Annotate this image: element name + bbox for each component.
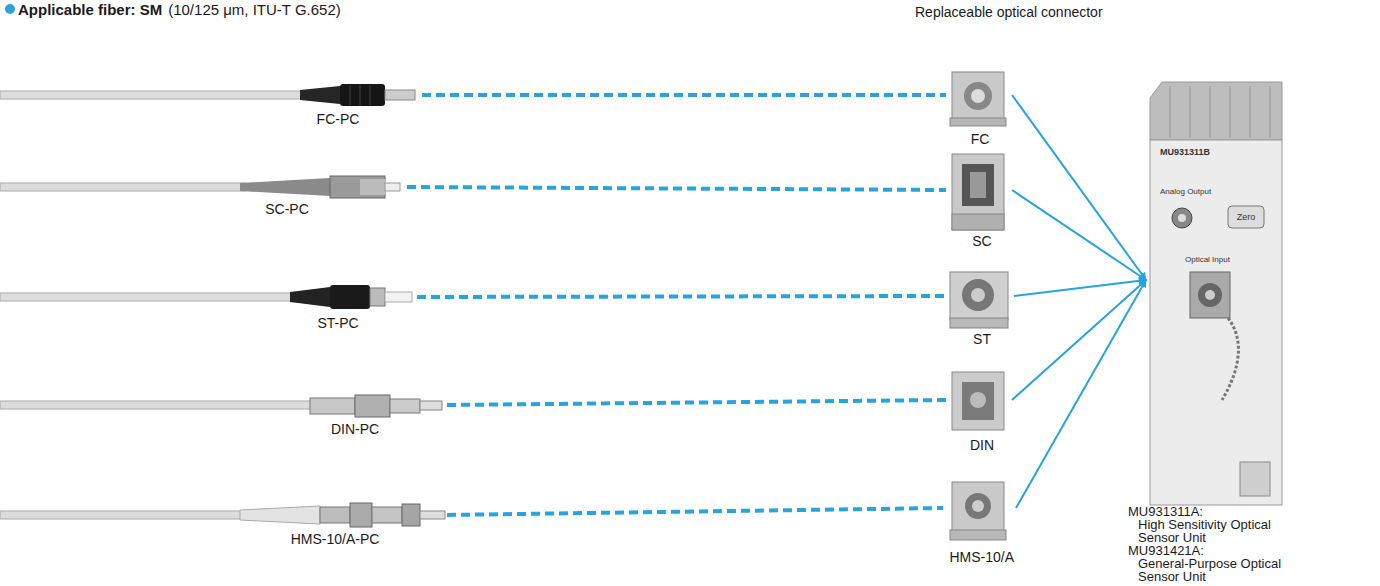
optical-connector: ST	[946, 268, 1012, 348]
hms-pc-cable	[0, 503, 445, 527]
panel-model: MU931311B	[1160, 146, 1210, 158]
connector-type: FC-PC	[317, 111, 360, 127]
dashed-link	[447, 508, 943, 515]
fc-pc-cable	[0, 84, 415, 106]
bullet	[5, 4, 15, 14]
fiber-cable: SC-PC	[235, 172, 405, 218]
fiber-cable: ST-PC	[285, 282, 415, 332]
dashed-link	[417, 296, 944, 297]
connector-type: DIN-PC	[331, 421, 379, 437]
unit-name: High Sensitivity Optical Sensor Unit	[1128, 518, 1288, 544]
arrow-link	[1016, 280, 1146, 508]
sensor-unit: MU931311A:High Sensitivity Optical Senso…	[1148, 80, 1284, 508]
dashed-link	[422, 93, 946, 97]
panel-text: Optical Input	[1185, 254, 1230, 265]
arrow-link	[1012, 190, 1146, 280]
sensor-unit-drawing	[1150, 82, 1282, 505]
fiber-cable: FC-PC	[295, 80, 420, 128]
optical-connector: SC	[948, 150, 1010, 250]
connector-type: SC-PC	[265, 201, 309, 217]
button-text: Zero	[1237, 211, 1256, 223]
arrow-link	[1012, 95, 1146, 280]
connector-name: ST	[973, 331, 991, 347]
hms-connector	[950, 482, 1006, 540]
din-connector	[952, 372, 1004, 430]
fiber-cable: DIN-PC	[305, 392, 445, 438]
model-number: MU931421A:	[1128, 544, 1288, 557]
optical-connector: FC	[948, 68, 1010, 148]
panel-text: Analog Output	[1160, 186, 1211, 197]
optical-connector: DIN	[948, 368, 1010, 454]
connector-type: ST-PC	[317, 315, 358, 331]
optical-connector: HMS-10/A	[945, 478, 1014, 566]
st-connector	[950, 272, 1008, 328]
sc-connector	[952, 154, 1004, 230]
arrow-link	[1014, 280, 1146, 296]
sc-pc-cable	[0, 176, 400, 198]
unit-name: General-Purpose Optical Sensor Unit	[1128, 557, 1288, 583]
unit-caption: MU931311A:High Sensitivity Optical Senso…	[1128, 505, 1288, 583]
connector-name: HMS-10/A	[949, 549, 1014, 565]
spec-heading: Applicable fiber: SM	[18, 1, 162, 19]
model-number: MU931311A:	[1128, 505, 1288, 518]
spec-detail: (10/125 μm, ITU-T G.652)	[168, 1, 341, 19]
dashed-link	[447, 400, 946, 405]
fiber-cable: HMS-10/A-PC	[235, 500, 445, 548]
dashed-link	[407, 187, 946, 190]
group-caption: Replaceable optical connector	[915, 4, 1103, 21]
st-pc-cable	[0, 285, 412, 309]
connector-name: DIN	[970, 437, 994, 453]
fc-connector	[950, 72, 1006, 126]
connector-name: SC	[972, 233, 991, 249]
connector-type: HMS-10/A-PC	[291, 531, 380, 547]
din-pc-cable	[0, 395, 442, 417]
arrow-link	[1012, 280, 1146, 400]
connector-name: FC	[971, 131, 990, 147]
